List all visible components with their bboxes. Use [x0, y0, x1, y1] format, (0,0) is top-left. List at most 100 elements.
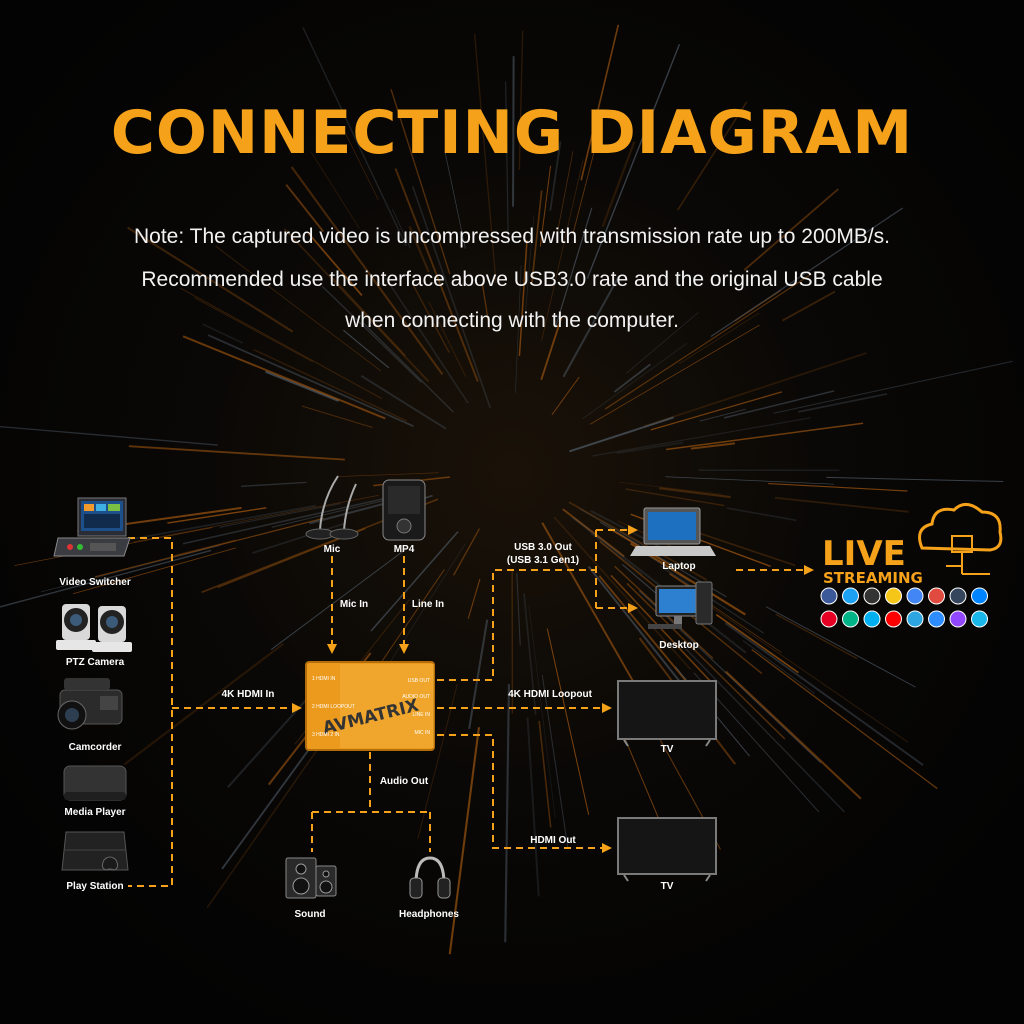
light-ray	[723, 390, 835, 419]
light-ray	[638, 590, 822, 764]
light-ray	[332, 277, 406, 357]
light-ray	[643, 352, 867, 428]
light-ray	[270, 547, 408, 650]
desktop-label: Desktop	[659, 640, 698, 651]
light-ray	[604, 274, 811, 410]
light-ray	[715, 613, 799, 674]
light-ray	[666, 422, 864, 451]
light-ray	[587, 565, 685, 687]
play-station-icon	[61, 831, 129, 871]
light-ray	[253, 348, 408, 422]
port-label: AUDIO OUT	[402, 694, 430, 700]
light-ray	[206, 727, 334, 909]
light-ray	[505, 81, 509, 244]
light-ray	[265, 370, 339, 402]
light-ray	[370, 531, 459, 632]
light-ray	[302, 27, 407, 247]
live-streaming-badge: LIVE STREAMING	[820, 503, 1003, 628]
mp4-label: MP4	[394, 544, 415, 555]
light-ray	[734, 290, 782, 322]
light-ray	[826, 476, 1004, 483]
light-ray	[342, 127, 379, 200]
laptop-icon	[630, 507, 716, 556]
light-ray	[285, 184, 324, 233]
light-ray	[385, 277, 469, 404]
light-ray	[202, 323, 244, 344]
light-ray	[95, 517, 324, 578]
light-ray	[127, 226, 294, 333]
light-ray	[207, 334, 414, 428]
light-ray	[182, 496, 390, 545]
capture-device: AVMATRIX 1 HDMI IN 2 HDMI LOOPOUT 3 HDMI…	[305, 661, 435, 751]
light-ray	[538, 720, 552, 828]
twitter-icon	[842, 587, 859, 605]
twitch-icon	[949, 610, 967, 628]
light-ray	[725, 670, 862, 800]
port-label: LINE IN	[412, 712, 430, 718]
light-ray	[526, 717, 540, 897]
light-ray	[531, 190, 543, 283]
light-ray	[468, 619, 489, 729]
headphones-icon	[409, 856, 451, 899]
light-ray	[568, 501, 708, 581]
light-ray	[417, 684, 458, 840]
light-ray	[133, 494, 379, 543]
light-ray	[392, 209, 411, 249]
light-ray	[173, 539, 236, 557]
light-ray	[697, 597, 909, 743]
light-ray	[215, 245, 382, 372]
light-ray	[710, 207, 904, 338]
light-ray	[569, 416, 674, 453]
light-ray	[546, 628, 590, 815]
light-ray	[467, 578, 481, 619]
light-ray	[241, 481, 307, 487]
mic-label: Mic	[324, 544, 341, 555]
port-label: MIC IN	[414, 730, 430, 736]
media-player-icon	[63, 765, 127, 801]
light-ray	[774, 496, 909, 513]
desktop-icon	[648, 581, 713, 629]
light-ray	[528, 605, 556, 819]
light-ray	[360, 375, 447, 430]
light-ray	[309, 499, 397, 525]
light-ray	[586, 43, 681, 279]
youtube-gaming-icon	[885, 587, 902, 605]
light-ray	[572, 136, 599, 234]
light-ray	[72, 547, 237, 595]
light-ray	[182, 335, 386, 420]
note-line-2: Recommended use the interface above USB3…	[141, 268, 883, 291]
light-ray	[523, 593, 537, 715]
line-in-label: Line In	[412, 599, 444, 610]
light-ray	[504, 684, 511, 943]
ptz-camera-icon	[56, 604, 132, 652]
tv-icon	[617, 817, 717, 882]
light-ray	[301, 405, 373, 429]
ptz-camera-label: PTZ Camera	[66, 657, 125, 668]
light-ray	[252, 522, 347, 554]
pinterest-icon	[820, 610, 838, 628]
headphones-label: Headphones	[399, 909, 459, 920]
light-ray	[580, 24, 620, 181]
social-icons	[820, 587, 988, 628]
light-ray	[452, 528, 481, 576]
tv-label: TV	[661, 744, 674, 755]
light-ray	[610, 574, 715, 687]
light-ray	[798, 393, 888, 413]
light-ray	[512, 56, 515, 207]
light-ray	[562, 275, 621, 378]
light-ray	[773, 360, 1013, 414]
light-ray	[321, 285, 422, 383]
port-label: 3 HDMI 2 IN	[312, 732, 340, 738]
light-ray	[601, 141, 636, 228]
light-ray	[582, 342, 688, 420]
light-ray	[516, 573, 521, 646]
light-ray	[342, 329, 390, 369]
light-ray	[444, 151, 466, 249]
light-ray	[518, 240, 528, 356]
light-ray	[659, 487, 731, 499]
media-player-label: Media Player	[64, 807, 125, 818]
light-ray	[448, 727, 480, 955]
port-label: 1 HDMI IN	[312, 676, 336, 682]
hdmi-in-label: 4K HDMI In	[222, 689, 275, 700]
